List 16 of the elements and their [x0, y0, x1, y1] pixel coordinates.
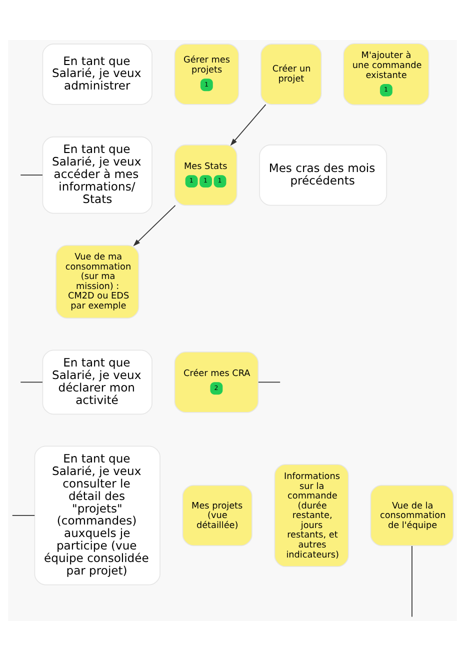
node-box: En tant que Salarié, je veux déclarer mon activité [42, 350, 152, 415]
node-box: Mes projets (vue détaillée) [182, 484, 252, 546]
arrow [133, 205, 176, 246]
node-box: Informations sur la commande (durée restante, jours restants, et autres indicateurs) [274, 464, 349, 568]
node-box: En tant que Salarié, je veux accéder à mes informations/ Stats [42, 136, 152, 214]
connector [12, 515, 36, 516]
node-box: Créer un projet [260, 44, 322, 105]
node-box: En tant que Salarié, je veux administrer [42, 44, 152, 105]
node-box: Vue de ma consommation (sur ma mission) : CM2D ou EDS par exemple [56, 244, 140, 319]
connector [258, 382, 281, 383]
node-box: Vue de la consommation de l'équipe [370, 484, 454, 546]
node-box: En tant que Salarié, je veux consulter le détail des "projets" (commandes) auxquels je participe (vue équipe consolidée par projet) [34, 446, 160, 586]
connector [20, 174, 43, 176]
connector [20, 382, 43, 383]
arrow [230, 104, 266, 146]
node-box: Mes cras des mois précédents [259, 144, 388, 206]
